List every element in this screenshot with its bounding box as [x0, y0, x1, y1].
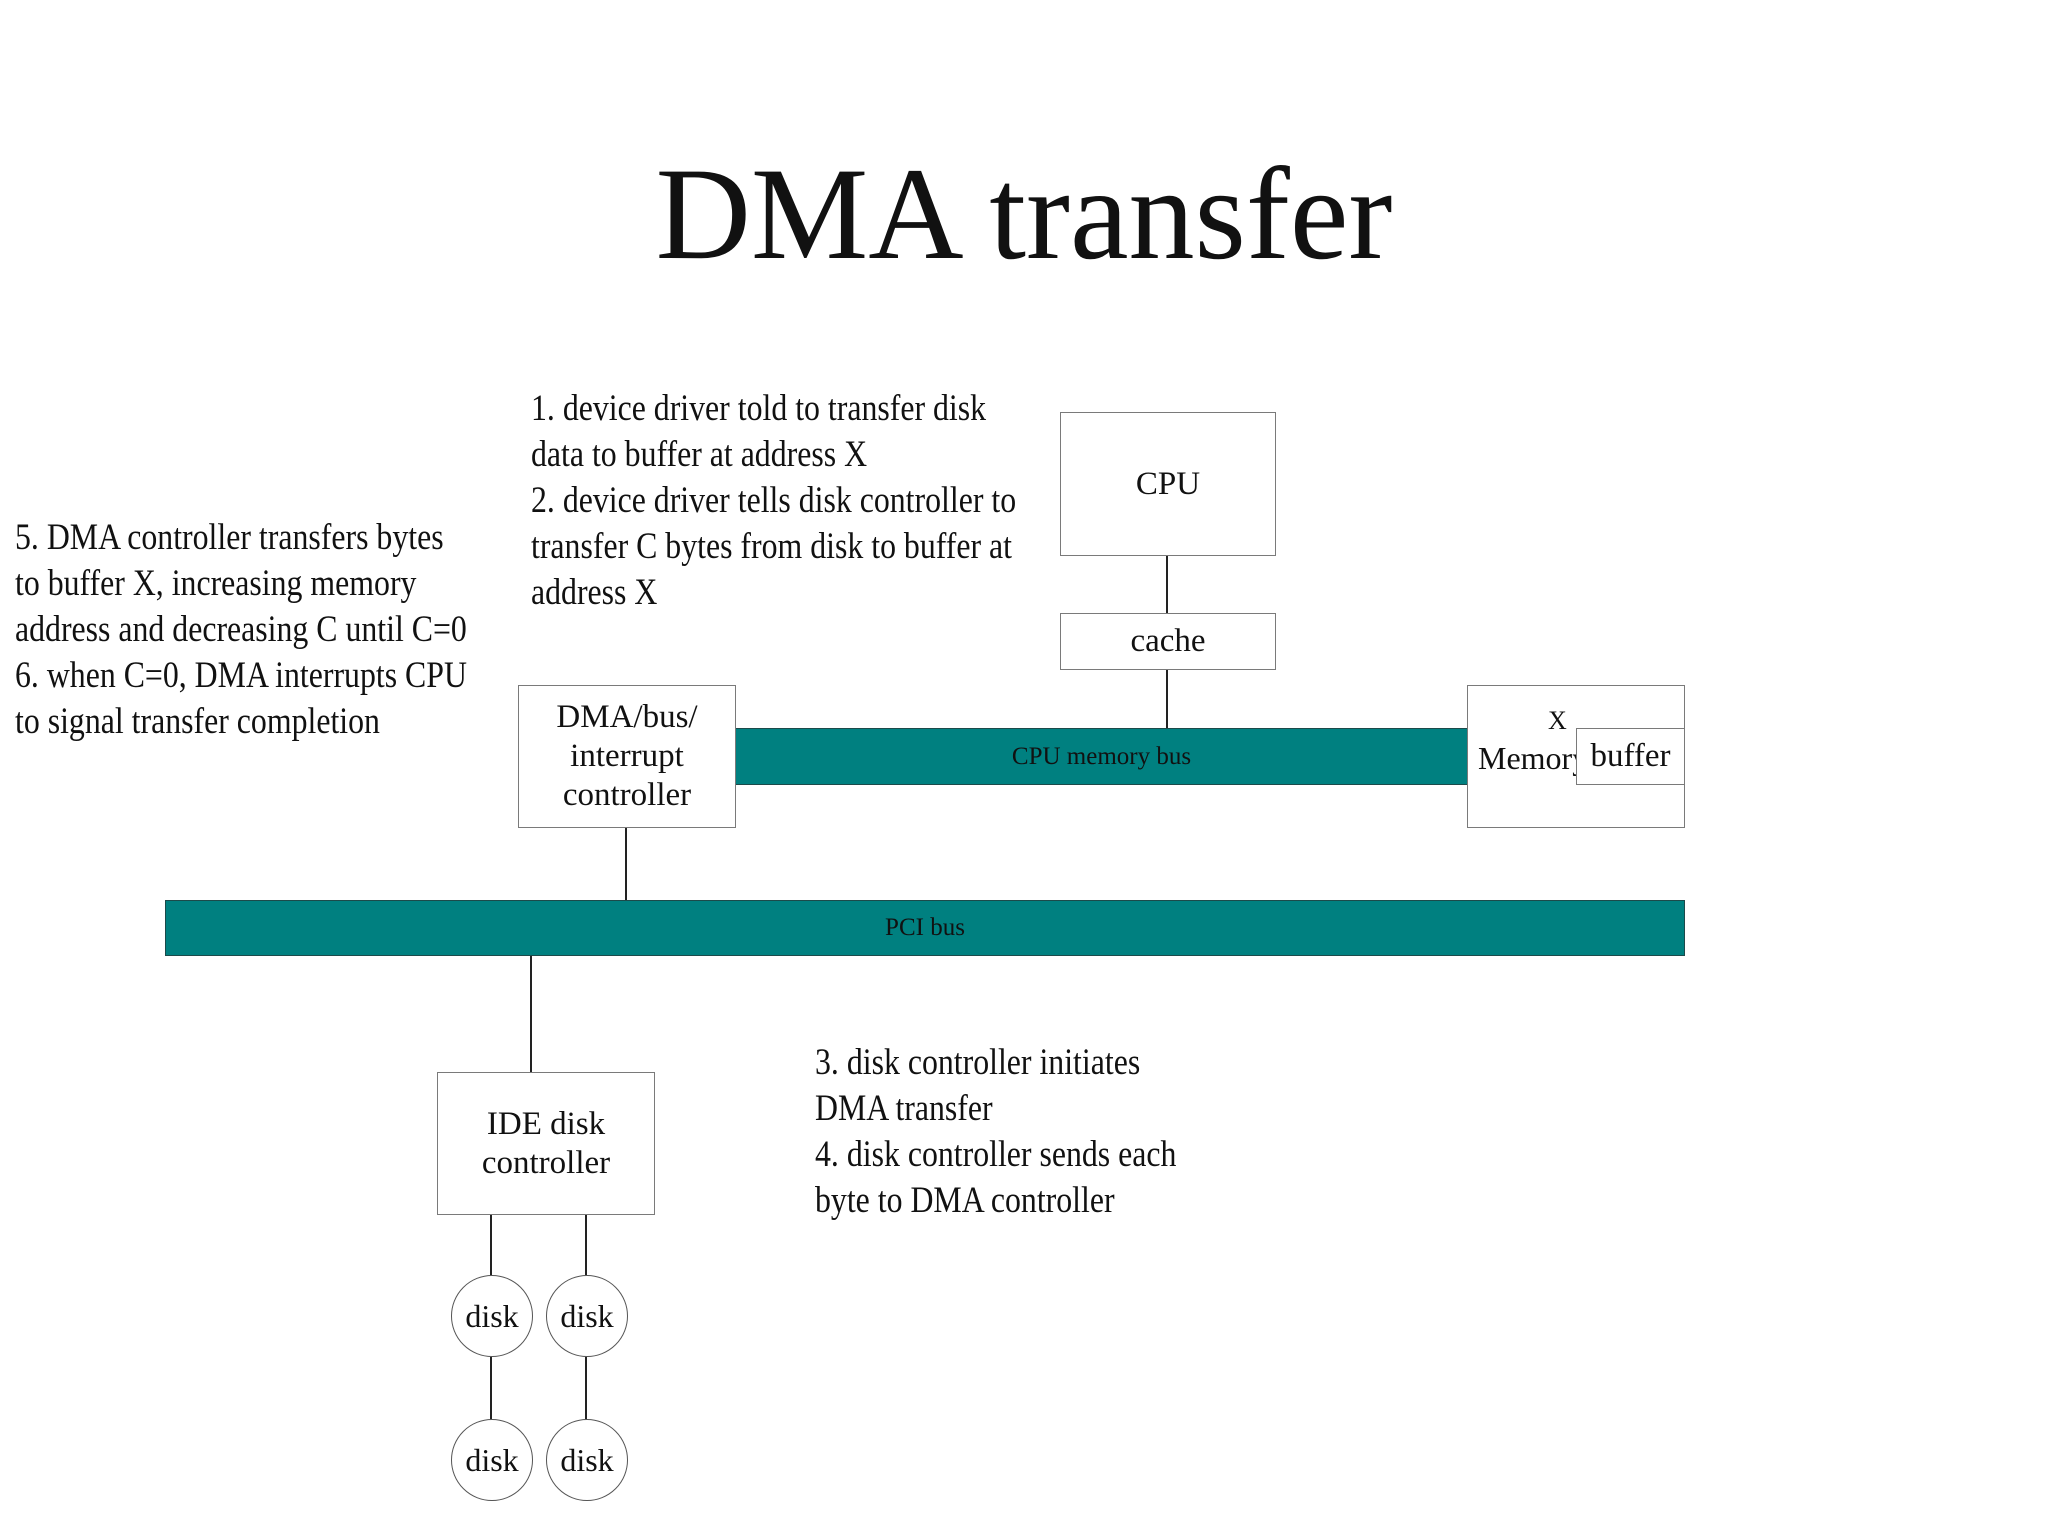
disk-1: disk	[451, 1275, 533, 1357]
disk-3-label: disk	[465, 1441, 519, 1478]
cpu-memory-bus-label: CPU memory bus	[1011, 742, 1192, 770]
ide-disk1-connector	[490, 1215, 492, 1275]
cache-label: cache	[1130, 623, 1206, 659]
ide-disk2-connector	[585, 1215, 587, 1275]
slide-title: DMA transfer	[655, 140, 1393, 287]
dma-controller-box: DMA/bus/ interrupt controller	[518, 685, 736, 828]
disk-4: disk	[546, 1419, 628, 1501]
cache-box: cache	[1060, 613, 1276, 670]
pci-bus: PCI bus	[165, 900, 1685, 956]
note-steps-5-6: 5. DMA controller transfers bytes to buf…	[15, 517, 467, 742]
ide-disk-controller-box: IDE disk controller	[437, 1072, 655, 1215]
cpu-memory-bus: CPU memory bus	[735, 728, 1468, 785]
ide-disk-controller-label: IDE disk controller	[481, 1105, 611, 1181]
cpu-label: CPU	[1135, 465, 1201, 502]
dma-controller-label: DMA/bus/ interrupt controller	[556, 699, 698, 813]
disk-4-label: disk	[560, 1441, 614, 1478]
pci-ide-connector	[530, 956, 532, 1072]
buffer-box: buffer	[1576, 728, 1685, 785]
disk-1-label: disk	[465, 1297, 519, 1334]
dma-pci-connector	[625, 828, 627, 900]
buffer-label: buffer	[1590, 738, 1671, 774]
disk2-disk4-connector	[585, 1357, 587, 1419]
disk1-disk3-connector	[490, 1357, 492, 1419]
note-steps-3-4: 3. disk controller initiates DMA transfe…	[815, 1042, 1177, 1221]
note-steps-1-2: 1. device driver told to transfer disk d…	[531, 388, 1017, 613]
disk-2: disk	[546, 1275, 628, 1357]
disk-2-label: disk	[560, 1297, 614, 1334]
memory-address-x-label: X	[1548, 706, 1567, 735]
pci-bus-label: PCI bus	[885, 914, 965, 941]
cache-bus-connector	[1166, 670, 1168, 728]
memory-label: Memory	[1478, 740, 1589, 776]
cpu-box: CPU	[1060, 412, 1276, 556]
cpu-cache-connector	[1166, 556, 1168, 613]
disk-3: disk	[451, 1419, 533, 1501]
